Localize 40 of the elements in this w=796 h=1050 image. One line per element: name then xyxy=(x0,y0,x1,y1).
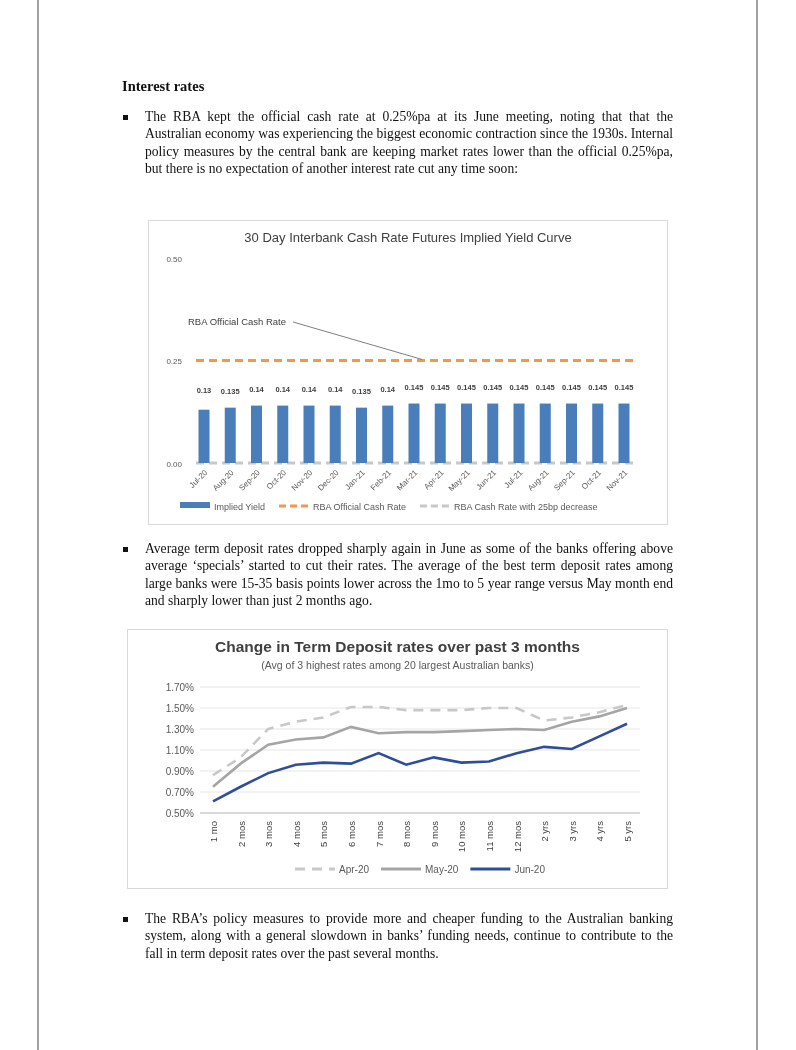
annotation-label: RBA Official Cash Rate xyxy=(188,316,287,327)
section-heading: Interest rates xyxy=(122,78,205,95)
axis-tick-label: 4 yrs xyxy=(594,821,606,842)
legend-label: RBA Official Cash Rate xyxy=(313,501,406,512)
chart-title: 30 Day Interbank Cash Rate Futures Implied Yield Curve xyxy=(244,230,572,245)
axis-tick-label: 12 mos xyxy=(511,821,523,853)
axis-tick-label: 0.50 xyxy=(166,254,182,264)
chart-title: Change in Term Deposit rates over past 3 months xyxy=(215,638,580,655)
axis-tick-label: 3 mos xyxy=(263,821,275,847)
axis-tick-label: 7 mos xyxy=(373,821,385,847)
axis-tick-label: 9 mos xyxy=(428,821,440,847)
axis-tick-label: 0.70% xyxy=(165,786,194,798)
axis-tick-label: 8 mos xyxy=(401,821,413,847)
axis-tick-label: 1 mo xyxy=(208,821,219,843)
legend-label: Jun-20 xyxy=(514,863,545,875)
axis-tick-label: 0.00 xyxy=(166,459,182,469)
axis-tick-label: 11 mos xyxy=(484,821,495,852)
axis-tick-label: 5 mos xyxy=(318,821,330,847)
chart-subtitle: (Avg of 3 highest rates among 20 largest Australian banks) xyxy=(261,659,534,671)
axis-tick-label: 0.50% xyxy=(165,807,194,819)
axis-tick-label: 2 mos xyxy=(235,821,247,847)
axis-tick-label: 4 mos xyxy=(290,821,302,847)
legend-label: RBA Cash Rate with 25bp decrease xyxy=(453,501,598,512)
axis-tick-label: 0.25 xyxy=(166,357,182,366)
axis-tick-label: 1.30% xyxy=(165,723,194,735)
axis-tick-label: 0.90% xyxy=(165,765,194,777)
axis-tick-label: 10 mos xyxy=(456,821,468,853)
axis-tick-label: 1.70% xyxy=(165,681,194,693)
legend-label: May-20 xyxy=(425,863,459,875)
axis-tick-label: 2 yrs xyxy=(539,821,551,842)
axis-tick-label: 1.10% xyxy=(165,744,194,756)
axis-tick-label: 3 yrs xyxy=(566,821,578,842)
paragraph: The RBA’s policy measures to provide more and cheaper funding to the Australian banking system, along with a general slowdown in banks’ funding needs, continue to contribute to the fall in term deposit rates over the past several months. xyxy=(145,910,673,963)
legend-label: Apr-20 xyxy=(339,863,369,875)
axis-tick-label: 1.50% xyxy=(165,702,194,714)
paragraph: The RBA kept the official cash rate at 0.25%pa at its June meeting, noting that that the Australian economy was experiencing the biggest economic contraction since the 1930s. Internal policy measures by the central bank are keeping market rates lower than the official 0.25%pa, but there is no expectation of another interest rate cut any time soon: xyxy=(145,108,673,178)
axis-tick-label: 6 mos xyxy=(346,821,357,847)
legend-label: Implied Yield xyxy=(214,501,266,512)
axis-tick-label: 5 yrs xyxy=(622,821,633,842)
paragraph: Average term deposit rates dropped sharply again in June as some of the banks offering above average ‘specials’ started to cut their rates. The average of the best term deposit rates among large banks were 15-35 basis points lower across the 1mo to 5 year range versus May month end and sharply lower than just 2 months ago. xyxy=(145,540,673,610)
